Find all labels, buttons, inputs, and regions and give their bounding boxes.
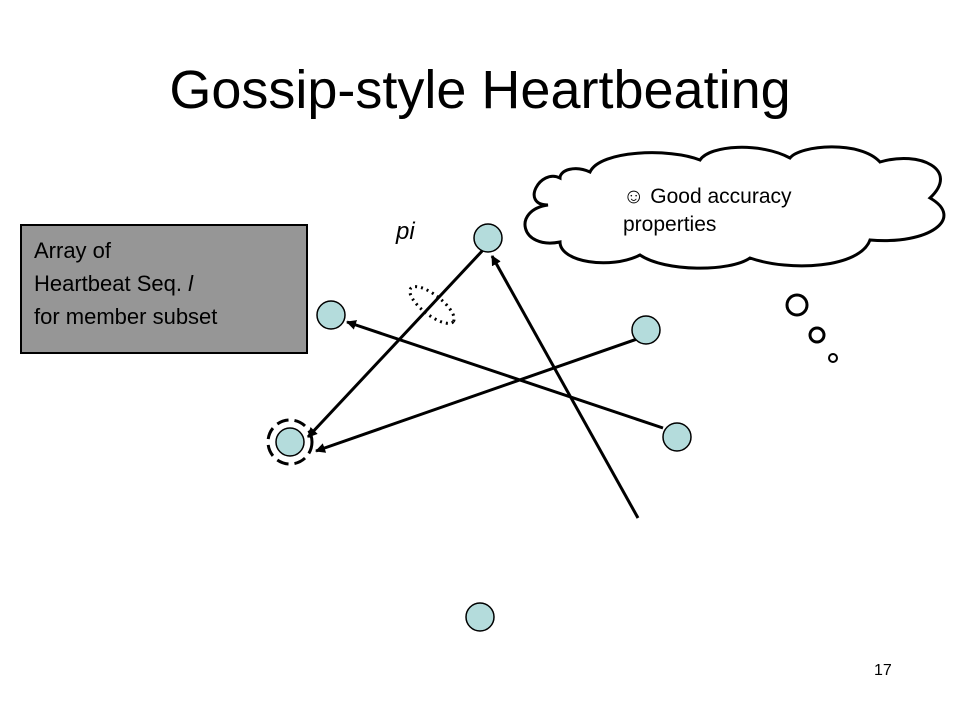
gossip-arrows [306,247,664,519]
node-left [316,300,346,330]
node-bottom [465,602,495,632]
node-pi-label: pi [396,218,415,245]
label-line-2-text: Heartbeat Seq. [34,271,189,296]
thought-line-2: properties [623,213,717,236]
arrow-pi-to-target [306,247,486,439]
dashed-highlight-circle [266,418,314,466]
arrow-bottom-to-pi [490,255,640,519]
thought-bubble-text: ☺ Good accuracy properties [623,183,863,239]
node-right [631,315,661,345]
page-number: 17 [874,662,892,679]
label-line-2-variable: l [188,271,193,296]
arrow-lower-right-to-left [346,320,664,430]
label-line-1: Array of [34,238,112,263]
thought-circle-small [828,353,838,363]
label-line-2: Heartbeat Seq. l [34,267,294,300]
thought-line-1: ☺ Good accuracy [623,185,792,208]
node-pi [473,223,503,253]
member-nodes [275,223,692,632]
cloud-shape [523,145,946,270]
node-lower-right [662,422,692,452]
node-target [275,427,305,457]
thought-circle-medium [808,326,826,344]
arrow-right-to-target [315,336,641,453]
thought-cloud [523,145,946,363]
thought-circle-large [785,293,809,317]
heartbeat-array-label: Array of Heartbeat Seq. l for member sub… [20,224,308,354]
dotted-highlight-ellipse [408,285,456,325]
label-line-3: for member subset [34,304,218,329]
slide-title: Gossip-style Heartbeating [169,60,791,120]
